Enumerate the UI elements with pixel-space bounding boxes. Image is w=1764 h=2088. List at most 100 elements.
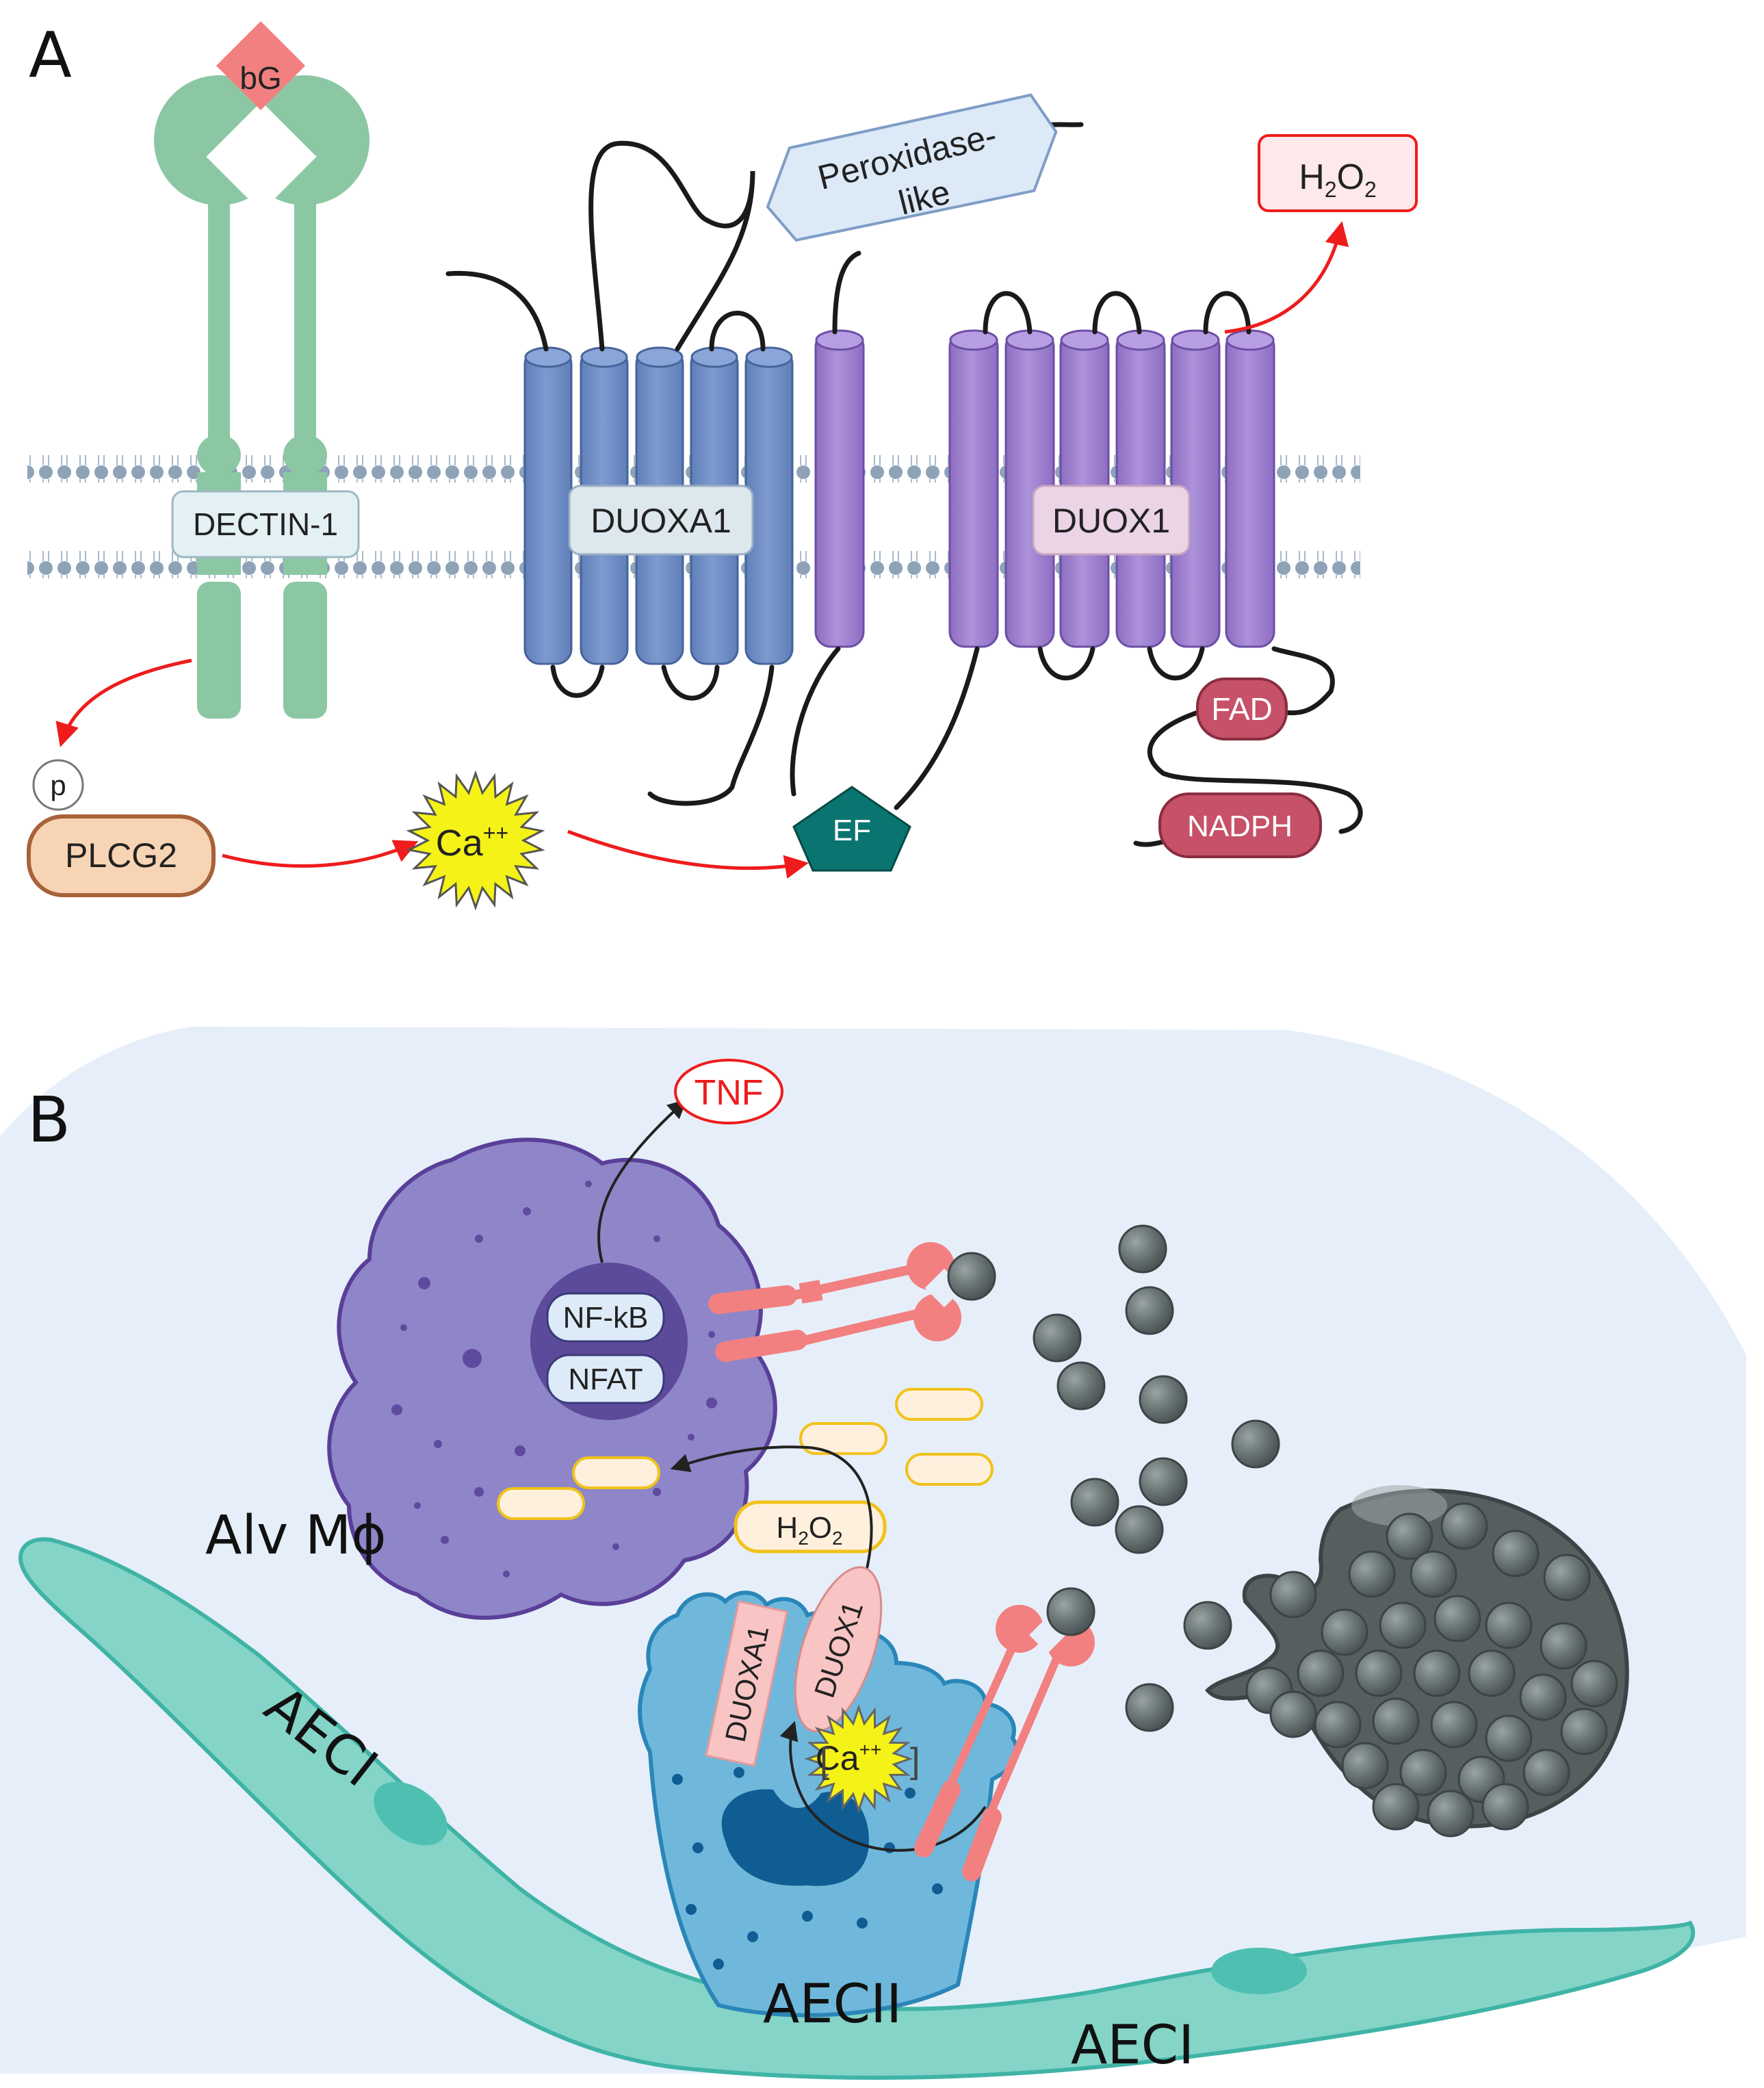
duox1-label: DUOX1: [1052, 502, 1170, 540]
svg-text:]: ]: [910, 1741, 920, 1781]
h2o2-label-b: H2O2: [776, 1511, 842, 1549]
dectin-to-duox-arrow: [779, 1720, 987, 1852]
h2o2-label-a: H2O2: [1299, 157, 1377, 202]
conidium-spore: [1125, 1683, 1174, 1732]
h2o2-vesicles: [497, 1388, 994, 1520]
calcium-burst-a: [406, 770, 545, 911]
duox1-protein: DUOX1: [790, 122, 1363, 847]
plcg2-to-calcium-arrow: [222, 840, 419, 868]
macrophage-granules: [391, 1181, 717, 1577]
conidium-spore: [1314, 1701, 1362, 1749]
conidium-spore: [1434, 1595, 1481, 1642]
ef-label: EF: [833, 814, 871, 847]
calcium-to-ef-arrow: [567, 829, 809, 879]
conidium-spore: [1033, 1313, 1082, 1363]
panel-b: B AECI AECI NF-kB NFAT: [0, 1027, 1746, 2080]
aeci-nucleus-right: [1211, 1948, 1307, 1994]
aeci-label-right: AECI: [1071, 2015, 1194, 2076]
aecii-calcium: Ca++ [ ]: [804, 1704, 920, 1814]
ef-hand-domain: EF: [792, 786, 911, 872]
aecii-duox1: DUOX1: [794, 1566, 883, 1733]
tnf-label: TNF: [694, 1073, 763, 1113]
conidium-spore: [1543, 1554, 1591, 1601]
conidium-spore: [1139, 1457, 1188, 1506]
conidium-spore: [1386, 1512, 1434, 1560]
duoxa1-protein: DUOXA1: [445, 140, 794, 806]
h2o2-to-macrophage-arrow: [670, 1445, 873, 1575]
nfat-factor: NFAT: [546, 1354, 665, 1404]
conidium-spore: [947, 1252, 996, 1301]
conidium-spore: [1427, 1790, 1475, 1838]
conidium-spore: [1430, 1701, 1478, 1749]
conidium-spore: [1492, 1530, 1540, 1577]
conidium-spore: [1540, 1622, 1587, 1670]
aecii-label: AECII: [763, 1974, 902, 2035]
conidium-spore: [1269, 1690, 1317, 1738]
panel-a: A bG D: [27, 18, 1418, 911]
conidia-spores: [947, 1224, 1618, 1838]
conidium-spore: [1468, 1649, 1516, 1697]
conidium-spore: [1348, 1550, 1396, 1598]
h2o2-release-arrow: [1224, 221, 1349, 334]
conidium-spore: [1139, 1375, 1188, 1424]
tnf-output: TNF: [674, 1059, 783, 1124]
plcg2-enzyme: PLCG2: [27, 814, 216, 897]
aeci-nucleus-left: [374, 1781, 448, 1846]
plcg2-label: PLCG2: [65, 836, 177, 875]
duox1-label-box: DUOX1: [1032, 485, 1191, 556]
conidium-spore: [1183, 1601, 1232, 1650]
conidium-spore: [1125, 1286, 1174, 1335]
panel-b-label: B: [27, 1083, 70, 1157]
peroxidase-like-domain: Peroxidase- like: [766, 93, 1058, 242]
dectin-1-label-box: DECTIN-1: [171, 490, 360, 558]
conidium-spore: [1269, 1571, 1317, 1619]
conidium-spore: [1560, 1707, 1608, 1755]
calcium-label-a: Ca++: [436, 821, 508, 864]
nf-kb-factor: NF-kB: [546, 1292, 665, 1343]
conidium-spore: [1297, 1649, 1345, 1697]
conidium-spore: [1481, 1783, 1529, 1831]
conidium-spore: [1372, 1783, 1420, 1831]
conidium-spore: [1070, 1478, 1119, 1527]
conidium-spore: [1519, 1673, 1567, 1721]
conidium-spore: [1321, 1608, 1369, 1656]
dectin-to-plcg2-arrow: [55, 658, 192, 747]
calcium-burst-b: [804, 1704, 913, 1814]
tnf-secretion-arrow: [597, 1099, 688, 1263]
conidium-spore: [1355, 1649, 1403, 1697]
conidium-spore: [1115, 1505, 1164, 1554]
h2o2-vesicle-labeled: H2O2: [734, 1500, 887, 1554]
aecii-nucleus: [721, 1789, 869, 1886]
duoxa1-label: DUOXA1: [591, 502, 731, 540]
conidium-spore: [1118, 1224, 1167, 1274]
conidium-spore: [1485, 1601, 1533, 1649]
conidium-spore: [1485, 1714, 1533, 1762]
nf-kb-label: NF-kB: [563, 1301, 649, 1335]
aeci-cell: [18, 1537, 1696, 2080]
calcium-label-b: Ca++: [816, 1739, 882, 1777]
conidium-spore: [1410, 1550, 1457, 1598]
nadph-label: NADPH: [1187, 810, 1293, 843]
bg-label: bG: [239, 60, 281, 96]
conidium-spore: [1440, 1502, 1488, 1550]
conidium-spore: [1046, 1587, 1095, 1636]
svg-text:[: [: [820, 1741, 830, 1781]
fad-label: FAD: [1211, 691, 1272, 727]
conidium-spore: [1372, 1697, 1420, 1745]
conidium-spore: [1341, 1742, 1389, 1790]
nfat-label: NFAT: [568, 1363, 643, 1396]
dectin-1-receptor: [154, 75, 369, 719]
fad-cofactor: FAD: [1196, 678, 1288, 740]
conidium-spore: [1413, 1649, 1461, 1697]
conidium-spore: [1570, 1660, 1618, 1707]
calcium-ion: Ca++: [406, 770, 545, 911]
conidium-spore: [1056, 1361, 1106, 1410]
conidium-spore: [1231, 1419, 1280, 1469]
conidium-spore: [1522, 1749, 1570, 1796]
duoxa1-label-box: DUOXA1: [568, 485, 754, 556]
conidium-spore: [1379, 1601, 1427, 1649]
phosphate-label: p: [50, 769, 66, 801]
nadph-cofactor: NADPH: [1158, 792, 1322, 858]
macrophage-dectin-receptor: [708, 1242, 964, 1362]
